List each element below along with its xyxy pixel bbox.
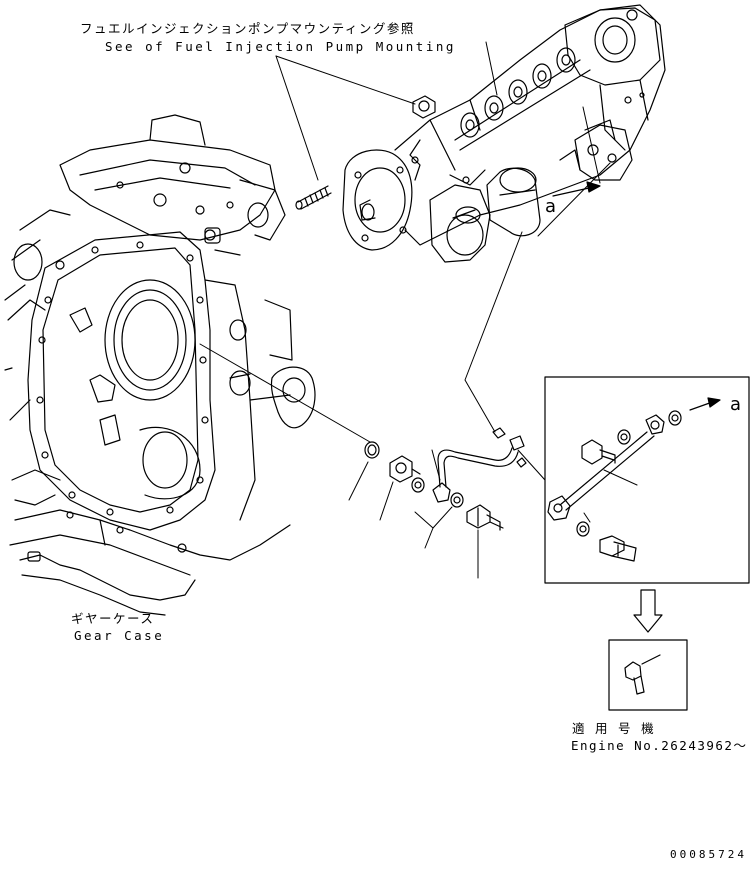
applicable-jp-label: 適 用 号 機 bbox=[572, 721, 656, 736]
exploded-pipe-parts bbox=[364, 427, 527, 531]
marker-a-inset: a bbox=[730, 394, 741, 415]
inset-small bbox=[608, 639, 688, 711]
drawing-number: 00085724 bbox=[670, 848, 747, 861]
pump-ref-en-label: See of Fuel Injection Pump Mounting bbox=[105, 39, 456, 54]
engine-number-label: Engine No.26243962～ bbox=[571, 738, 748, 753]
gear-case-en-label: Gear Case bbox=[74, 628, 165, 643]
inset-detail bbox=[544, 376, 750, 584]
gear-case-jp-label: ギヤーケース bbox=[71, 611, 155, 626]
marker-a-top: a bbox=[545, 196, 556, 217]
gear-case bbox=[4, 114, 316, 616]
pump-ref-jp-label: フュエルインジェクションポンプマウンティング参照 bbox=[80, 21, 415, 36]
down-arrow bbox=[633, 589, 663, 633]
marker-a-arrow bbox=[552, 181, 601, 197]
fuel-injection-pump bbox=[295, 4, 666, 263]
leader-lines bbox=[199, 41, 638, 579]
